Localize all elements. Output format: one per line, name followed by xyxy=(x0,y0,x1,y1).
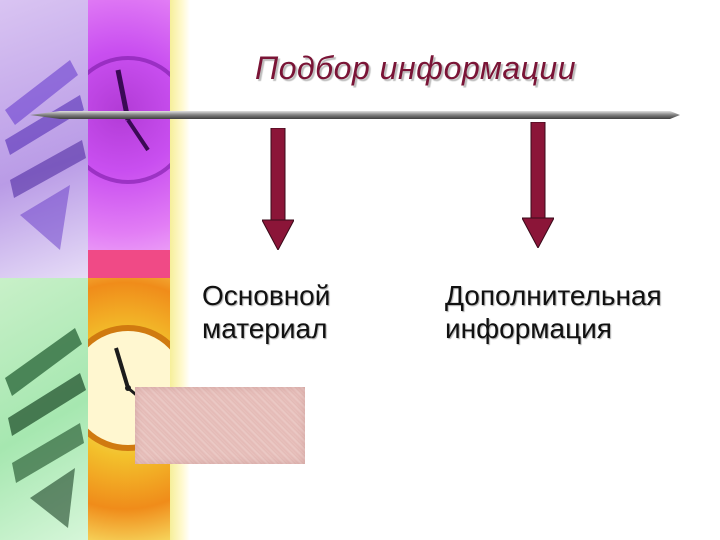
book-icon xyxy=(5,60,86,250)
slide-title: Подбор информации xyxy=(255,50,577,86)
book-tile-green xyxy=(0,278,88,540)
book-icon xyxy=(5,328,86,528)
down-arrow-icon-right xyxy=(522,122,554,248)
texture-swatch xyxy=(135,387,305,464)
clock-tile-magenta xyxy=(88,0,170,278)
label-additional-line1: Дополнительная xyxy=(445,280,662,311)
pink-band xyxy=(88,250,170,278)
book-tile-purple xyxy=(0,0,88,278)
label-additional-line2: информация xyxy=(445,313,612,344)
label-additional-info: Дополнительная информация xyxy=(445,279,662,345)
label-main-line1: Основной xyxy=(202,280,331,311)
down-arrow-icon-left xyxy=(262,128,294,250)
label-main-material: Основной материал xyxy=(202,279,330,345)
horizontal-rule xyxy=(30,111,680,119)
label-main-line2: материал xyxy=(202,313,328,344)
decorative-collage xyxy=(0,0,190,540)
clock-icon xyxy=(88,56,170,184)
